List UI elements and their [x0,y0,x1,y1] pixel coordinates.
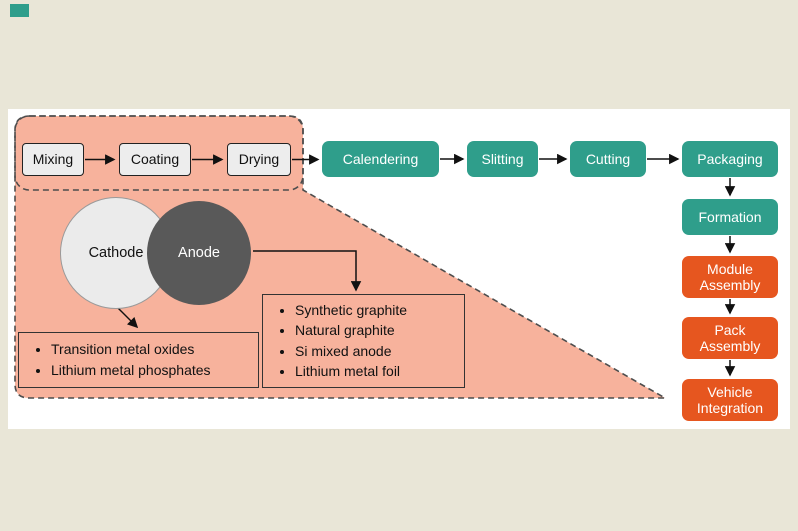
step-vehicle-integration: Vehicle Integration [682,379,778,421]
step-slitting: Slitting [467,141,538,177]
step-calendering: Calendering [322,141,439,177]
anode-material-item: Lithium metal foil [295,363,407,381]
anode-circle: Anode [147,201,251,305]
anode-material-item: Synthetic graphite [295,302,407,320]
anode-material-item: Si mixed anode [295,343,407,361]
anode-materials-box: Synthetic graphite Natural graphite Si m… [262,294,465,388]
step-cutting: Cutting [570,141,646,177]
cathode-materials-box: Transition metal oxides Lithium metal ph… [18,332,259,388]
cathode-material-item: Lithium metal phosphates [51,362,211,380]
cathode-material-item: Transition metal oxides [51,341,211,359]
anode-material-item: Natural graphite [295,322,407,340]
step-coating: Coating [119,143,191,176]
step-module-assembly: Module Assembly [682,256,778,298]
step-formation: Formation [682,199,778,235]
step-mixing: Mixing [22,143,84,176]
corner-logo-mark [10,4,29,17]
step-drying: Drying [227,143,291,176]
step-packaging: Packaging [682,141,778,177]
step-pack-assembly: Pack Assembly [682,317,778,359]
